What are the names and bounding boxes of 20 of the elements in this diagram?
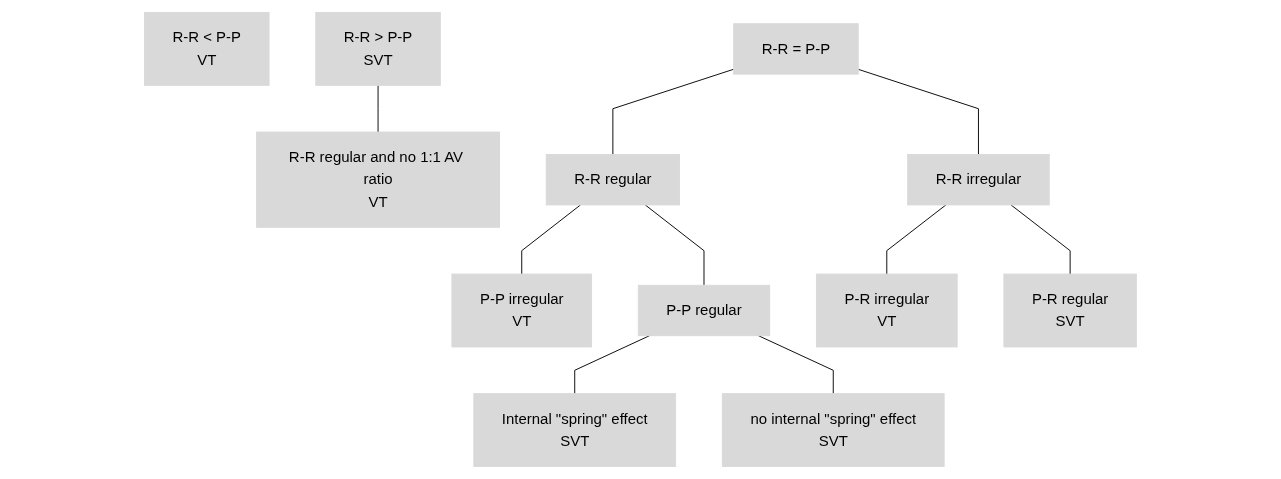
node-box: P-R regular SVT [1003,273,1137,348]
connector [758,335,834,395]
node-box: no internal "spring" effect SVT [721,393,945,467]
node-box: R-R regular and no 1:1 AV ratio VT [256,131,501,228]
connector [521,204,582,275]
node-box: R-R irregular [907,154,1050,206]
node-box: Internal "spring" effect SVT [473,393,677,467]
node-box: R-R < P-P VT [144,12,270,86]
node-box: R-R = P-P [733,23,859,75]
node-box: P-P irregular VT [451,273,593,348]
node-box: P-R irregular VT [816,273,958,348]
node-box: P-P regular [637,284,771,337]
node-box: R-R > P-P SVT [315,12,441,86]
connector [1010,204,1071,275]
connector [886,204,947,275]
connector [644,204,705,286]
connector [857,68,979,155]
connector [612,68,735,155]
node-box: R-R regular [545,154,681,206]
connector [574,335,650,395]
